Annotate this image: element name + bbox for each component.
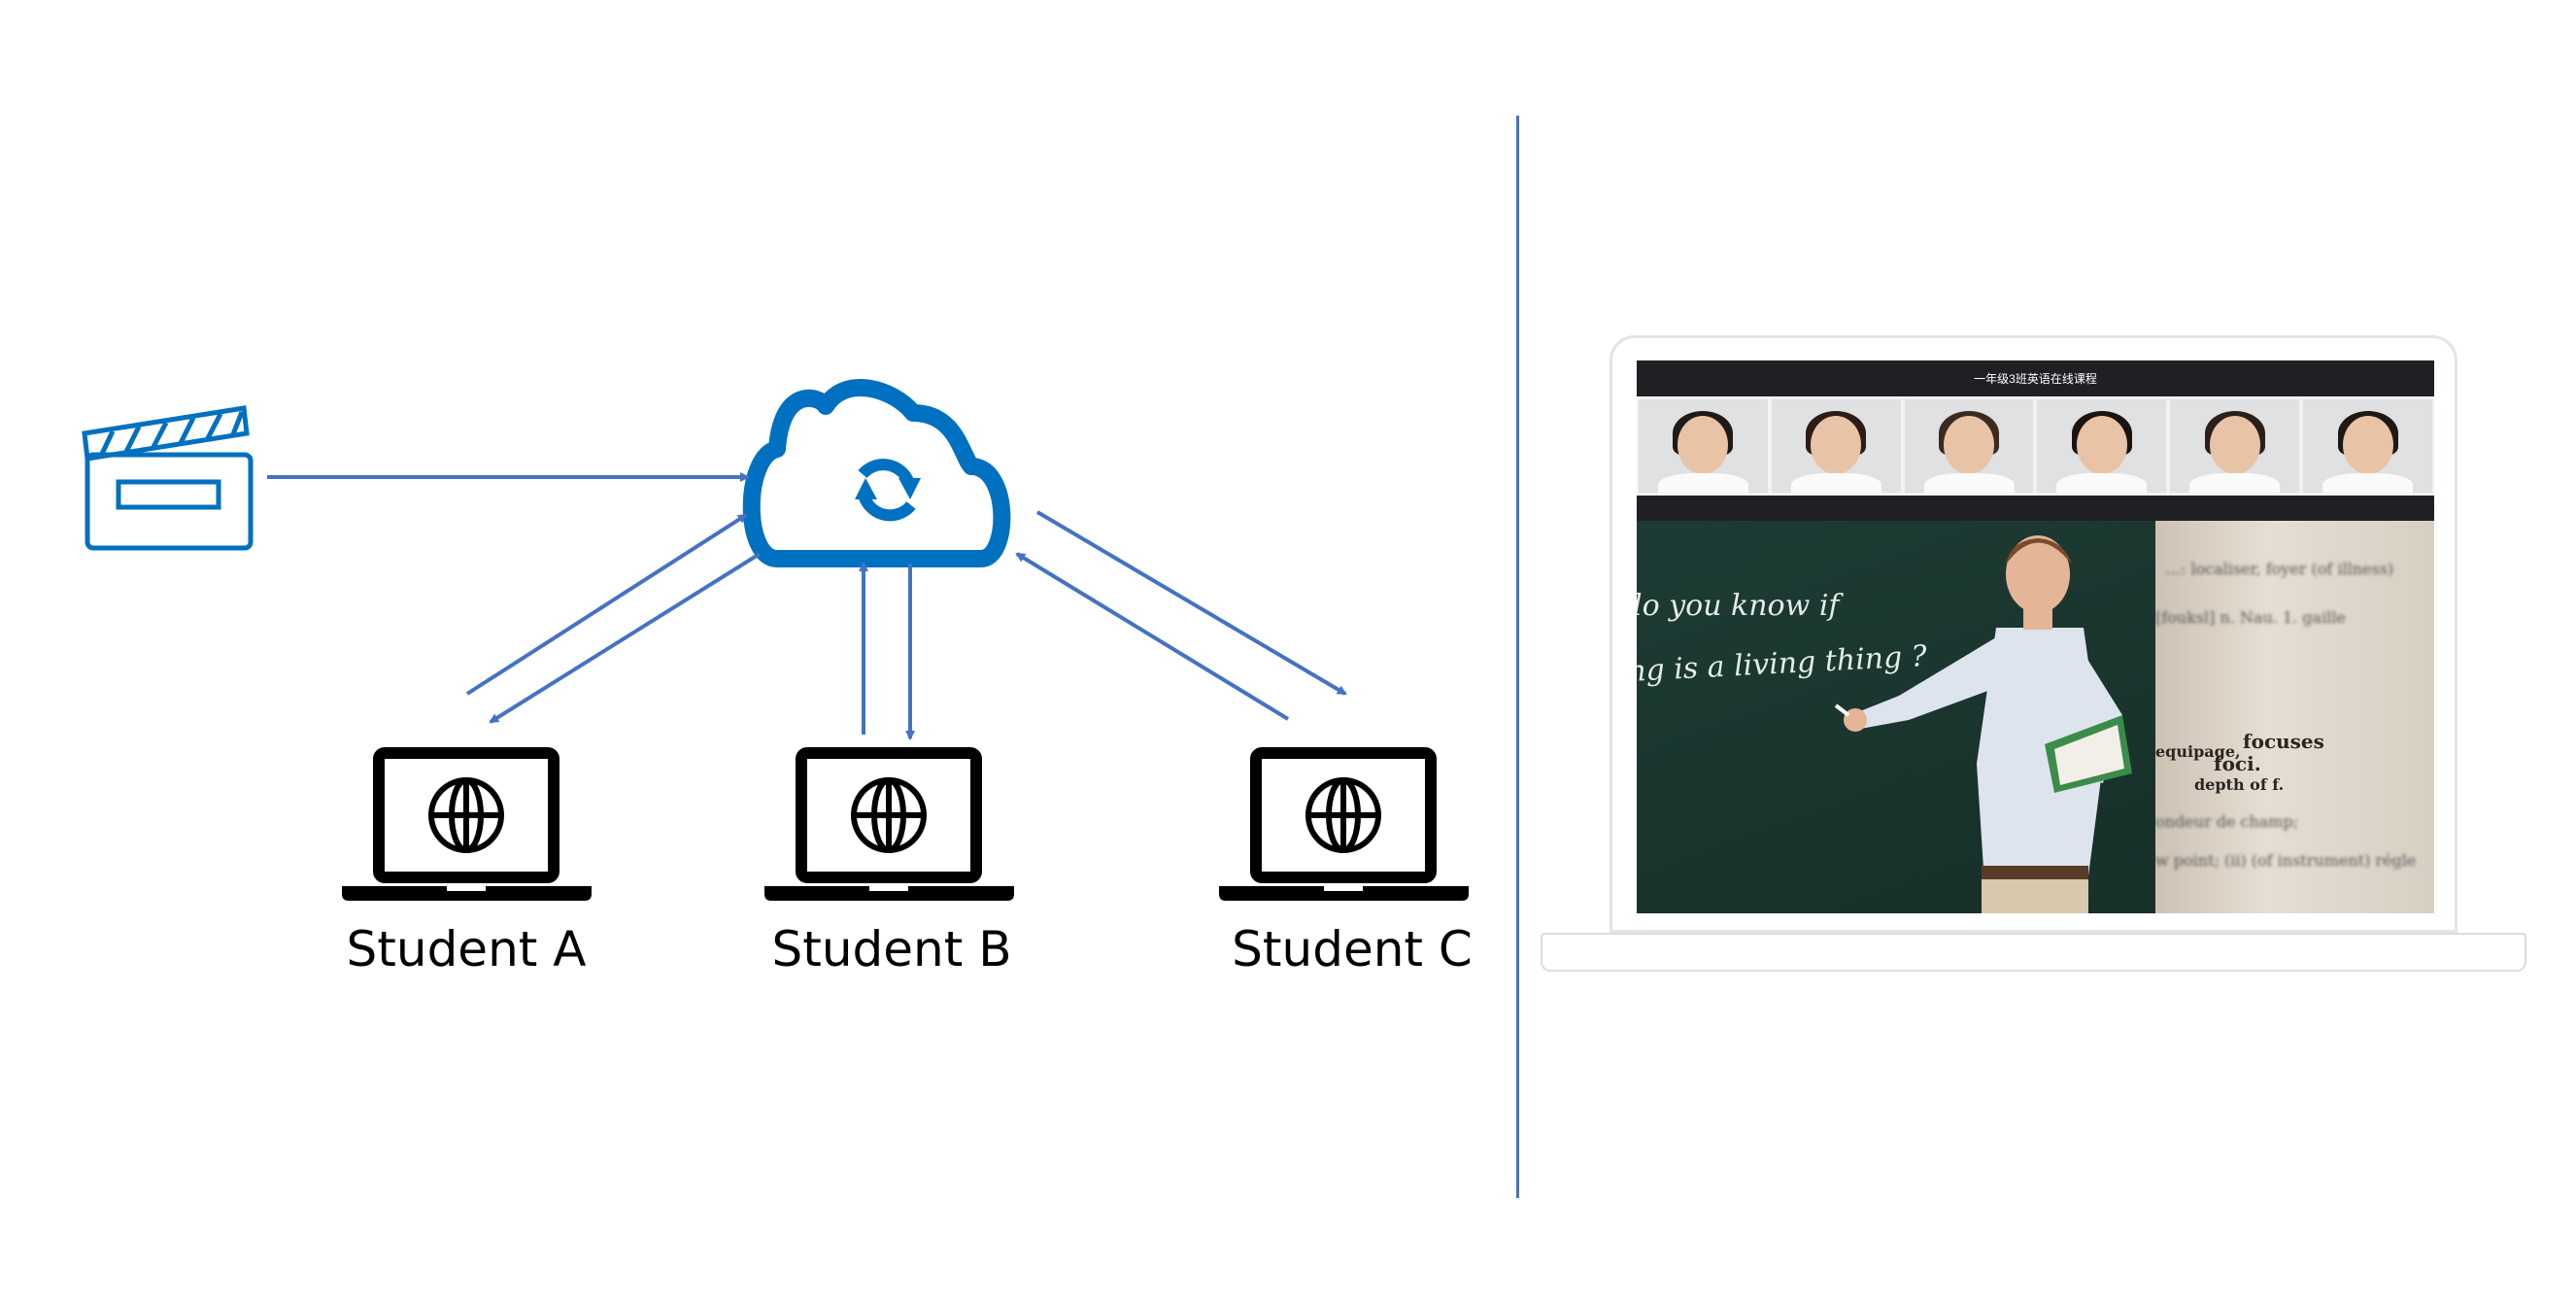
teacher-figure xyxy=(1834,535,2132,913)
arrow-student-a-up xyxy=(465,513,748,696)
teacher-video: lo you know if ng is a living thing ? …:… xyxy=(1637,521,2434,913)
dict-word: ondeur de champ; xyxy=(2155,812,2299,831)
student-video-tile[interactable] xyxy=(1904,399,2034,493)
student-video-tile[interactable] xyxy=(2170,399,2300,493)
student-a-label: Student A xyxy=(346,921,587,977)
dict-word: foci. xyxy=(2214,752,2261,775)
arrows xyxy=(267,472,1347,740)
student-c-label: Student C xyxy=(1232,921,1473,977)
arrow-student-c-up xyxy=(1015,552,1290,721)
dict-word: focuses xyxy=(2243,730,2324,753)
chalk-text-1: lo you know if xyxy=(1637,589,1840,623)
dict-word: equipage, xyxy=(2155,742,2241,761)
student-video-tile[interactable] xyxy=(1639,399,1768,493)
arrow-student-a-down xyxy=(489,552,762,724)
toolbar-bar xyxy=(1637,496,2434,521)
laptop-globe-icon xyxy=(764,747,1014,901)
clapperboard-icon xyxy=(82,405,254,551)
student-video-tile[interactable] xyxy=(2303,399,2432,493)
laptop-base xyxy=(1541,933,2526,972)
laptop-globe-icon xyxy=(1219,747,1469,901)
class-title: 一年级3班英语在线课程 xyxy=(1974,372,2097,386)
student-b-label: Student B xyxy=(771,921,1012,977)
dict-word: depth of f. xyxy=(2194,775,2285,794)
student-video-tile[interactable] xyxy=(1771,399,1901,493)
arrow-student-c-down xyxy=(1035,510,1347,696)
student-video-tile[interactable] xyxy=(2037,399,2167,493)
student-video-strip xyxy=(1637,396,2434,496)
dictionary-background: …: localiser, foyer (of illness) [fouksl… xyxy=(2155,521,2434,913)
laptop-globe-icon xyxy=(342,747,592,901)
divider xyxy=(1516,116,1519,1198)
cloud-sync-icon xyxy=(742,379,1011,567)
online-classroom-screen: 一年级3班英语在线课程 lo you know if ng is a livin… xyxy=(1637,360,2434,913)
